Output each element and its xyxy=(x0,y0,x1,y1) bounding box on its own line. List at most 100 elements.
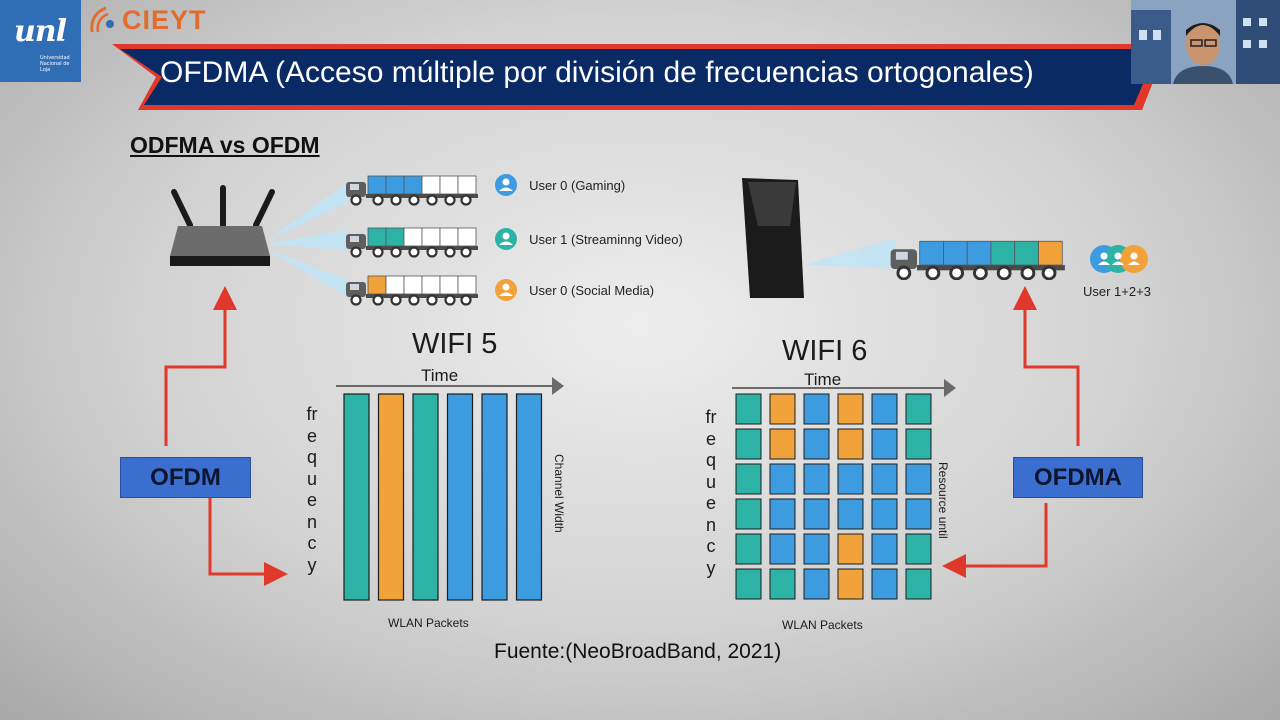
wifi6-resource-unit xyxy=(871,463,898,495)
wifi5-wlan-packets-label: WLAN Packets xyxy=(388,616,469,630)
wifi6-resource-unit xyxy=(803,533,830,565)
truck-user0-social xyxy=(346,275,478,306)
wifi5-title: WIFI 5 xyxy=(412,328,498,360)
truck-cargo-cell xyxy=(943,240,968,266)
truck-wheel xyxy=(444,246,456,258)
wifi6-resource-unit xyxy=(871,533,898,565)
combined-users-icon xyxy=(1090,245,1148,273)
logo-text: unl xyxy=(14,14,67,49)
satellite-dish-icon xyxy=(90,6,114,33)
wifi6-resource-unit xyxy=(735,533,762,565)
wifi6-resource-unit xyxy=(803,393,830,425)
wifi6-resource-unit xyxy=(735,498,762,530)
truck-wheel xyxy=(949,265,965,280)
brand-name: CIEYT xyxy=(122,5,207,35)
wifi6-resource-unit xyxy=(871,428,898,460)
wifi6-resource-unit xyxy=(735,428,762,460)
truck-cargo-cell xyxy=(439,275,459,295)
truck-cargo-cell xyxy=(457,275,477,295)
wifi6-resource-unit xyxy=(803,428,830,460)
truck-wheel xyxy=(1041,265,1057,280)
wifi6-resource-unit xyxy=(905,498,932,530)
user-1-streaming: User 1 (Streaminng Video) xyxy=(494,227,683,251)
wifi5-transmission-graphic xyxy=(170,182,348,298)
truck-wheel xyxy=(896,265,912,280)
truck-cargo-cell xyxy=(439,175,459,195)
wifi6-resource-unit xyxy=(735,568,762,600)
truck-cargo-cell xyxy=(403,227,423,247)
user-icon-teal xyxy=(495,228,517,250)
user-0-social: User 0 (Social Media) xyxy=(494,278,654,302)
wifi6-resource-unit xyxy=(735,463,762,495)
truck-wheel xyxy=(372,294,384,306)
wifi6-resource-unit xyxy=(803,498,830,530)
title-banner xyxy=(112,44,1168,110)
truck-window xyxy=(895,251,908,260)
truck-wheel xyxy=(408,194,420,206)
truck-wheel xyxy=(390,246,402,258)
wifi5-time-label: Time xyxy=(421,366,459,385)
wifi6-resource-unit xyxy=(871,393,898,425)
wifi6-resource-unit xyxy=(837,498,864,530)
wifi6-resource-unit xyxy=(905,428,932,460)
wifi5-channel-column xyxy=(481,393,508,601)
truck-wheel xyxy=(444,294,456,306)
combined-user-label: User 1+2+3 xyxy=(1083,284,1151,299)
truck-cargo-cell xyxy=(457,175,477,195)
wifi6-resource-unit xyxy=(837,428,864,460)
user-icon-orange xyxy=(495,279,517,301)
section-title: ODFMA vs OFDM xyxy=(130,132,320,158)
truck-cargo-cell xyxy=(1014,240,1039,266)
truck-cargo-cell xyxy=(421,227,441,247)
source-citation: Fuente:(NeoBroadBand, 2021) xyxy=(494,640,782,663)
truck-combined xyxy=(890,240,1065,280)
wifi6-resource-unit xyxy=(837,533,864,565)
wifi6-time-arrow xyxy=(732,379,956,397)
truck-wheel xyxy=(460,194,472,206)
truck-chassis xyxy=(366,294,478,298)
user-label: User 1 (Streaminng Video) xyxy=(529,231,683,247)
truck-cargo-cell xyxy=(439,227,459,247)
truck-wheel xyxy=(426,194,438,206)
truck-user1-streaming xyxy=(346,227,478,258)
truck-chassis xyxy=(366,194,478,198)
slide-title: OFDMA (Acceso múltiple por división de f… xyxy=(160,56,1034,89)
wifi6-resource-unit xyxy=(769,393,796,425)
truck-wheel xyxy=(460,294,472,306)
wifi6-resource-unit xyxy=(735,393,762,425)
wifi6-resource-grid xyxy=(735,393,932,600)
wifi5-channel-column xyxy=(446,393,474,601)
truck-wheel xyxy=(350,294,362,306)
wifi6-resource-unit xyxy=(837,463,864,495)
wifi6-resource-unit xyxy=(803,568,830,600)
wifi6-resource-unit xyxy=(837,393,864,425)
user-label: User 0 (Gaming) xyxy=(529,177,626,193)
wifi6-resource-unit xyxy=(871,498,898,530)
unl-logo: unl Universidad Nacional de Loja xyxy=(0,0,81,82)
wifi6-resource-unit xyxy=(769,568,796,600)
truck-cargo-cell xyxy=(385,175,405,195)
truck-wheel xyxy=(460,246,472,258)
wifi6-resource-unit xyxy=(905,463,932,495)
truck-wheel xyxy=(350,194,362,206)
truck-cargo-cell xyxy=(367,227,387,247)
truck-wheel xyxy=(444,194,456,206)
wifi6-resource-unit-label: Resource until xyxy=(936,462,950,539)
truck-wheel xyxy=(408,246,420,258)
presenter-webcam xyxy=(1131,0,1280,84)
user-label: User 0 (Social Media) xyxy=(529,282,655,298)
truck-wheel xyxy=(372,246,384,258)
truck-chassis xyxy=(366,246,478,250)
wifi6-resource-unit xyxy=(769,498,796,530)
truck-cargo-cell xyxy=(385,227,405,247)
truck-cargo-cell xyxy=(457,227,477,247)
truck-wheel xyxy=(925,265,941,280)
truck-wheel xyxy=(350,246,362,258)
truck-window xyxy=(350,236,359,242)
wifi6-title: WIFI 6 xyxy=(782,335,868,367)
wifi6-resource-unit xyxy=(905,533,932,565)
truck-cargo-cell xyxy=(403,275,423,295)
ofdma-label-box: OFDMA xyxy=(1013,457,1143,498)
truck-wheel xyxy=(408,294,420,306)
truck-cargo-cell xyxy=(990,240,1016,266)
